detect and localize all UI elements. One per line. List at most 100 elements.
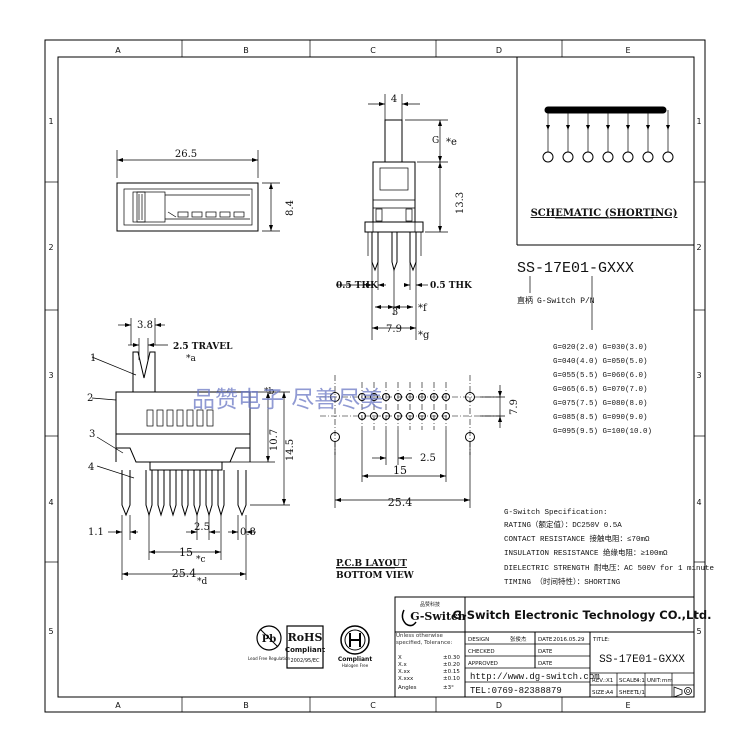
rohs-icon (286, 625, 324, 669)
spec-line: DIELECTRIC STRENGTH 耐电压：AC 500V for 1 mi… (504, 562, 714, 573)
specification: G-Switch Specification: RATING（额定值）：DC25… (504, 509, 714, 587)
date-label-3: DATE (538, 661, 553, 667)
front-width-dim: 26.5 (175, 149, 197, 160)
pcb-layout: 7.9 2.5 15 25.4 P.C.B LAYOUT BOTTOM VIEW (320, 375, 520, 581)
pb-text: Pb (262, 634, 277, 645)
tol-key: X.x (398, 662, 408, 668)
side-thk-right: 0.5 THK (430, 281, 473, 291)
col-label-d-bottom: D (496, 701, 502, 710)
row-label-4-right: 4 (696, 498, 701, 507)
row-label-3: 3 (48, 371, 53, 380)
rohs-sub: Compliant (285, 646, 326, 654)
dim-15: 15 (179, 546, 193, 559)
side-view: 4 G *e 13.3 0.5 THK 0.5 THK (336, 94, 473, 341)
design-name: 张俊杰 (510, 635, 527, 643)
side-g-dim: 7.9 (386, 324, 402, 335)
pcb-dim-2-5: 2.5 (420, 453, 436, 464)
logo-name: G-Switch (410, 610, 466, 623)
sheet-label: SHEET: (619, 690, 638, 696)
side-pitch-dim: 3 (392, 307, 398, 318)
c-label: *c (196, 555, 206, 565)
date-label-2: DATE (538, 649, 553, 655)
tol-key: X.xx (398, 669, 411, 675)
title-label: TITLE: (592, 637, 610, 643)
scale-label: SCALE: (619, 678, 639, 684)
part-label-cn: 直柄 (517, 295, 533, 305)
dim-3-8: 3.8 (137, 320, 153, 331)
g-code-row: G=020(2.0) G=030(3.0) (553, 344, 648, 352)
front-height-dim: 8.4 (285, 200, 296, 216)
a-label: *a (186, 354, 197, 364)
switch-body-side (372, 161, 416, 223)
watermark: 品赞电子 尽善尽美 (192, 387, 383, 413)
dim-1-1: 1.1 (88, 527, 104, 538)
terminal-4 (602, 151, 614, 163)
h-sub: Compliant (338, 656, 373, 663)
size-label: SIZE: (592, 690, 606, 696)
dim-10-7: 10.7 (269, 429, 280, 451)
row-label-3-right: 3 (696, 371, 701, 380)
g-code-row: G=085(8.5) G=090(9.0) (553, 414, 648, 422)
unit-label: UNIT: (647, 678, 662, 684)
row-label-2: 2 (48, 243, 53, 252)
col-label-e: E (625, 46, 630, 55)
row-label-4: 4 (48, 498, 53, 507)
row-label-5: 5 (48, 627, 53, 636)
dim-14-5: 14.5 (285, 439, 296, 461)
rev-value: X1 (606, 678, 613, 684)
front-view: 26.5 8.4 (116, 149, 296, 232)
approved-label: APPROVED (468, 661, 498, 667)
side-top-dim: 4 (391, 94, 397, 105)
b-label: *b (264, 387, 275, 397)
halogen-free-icon (340, 625, 370, 655)
compliance-logos: Pb Lead Free Regulation RoHS Compliant 2… (248, 625, 373, 669)
row-label-1-right: 1 (696, 117, 701, 126)
side-e-dim: *e (446, 137, 457, 148)
part-number-block: SS-17E01-GXXX 直柄 G-Switch P/N G=020(2.0)… (517, 260, 652, 436)
company-name: G-Switch Electronic Technology CO.,Ltd. (453, 608, 712, 622)
row-label-2-right: 2 (696, 243, 701, 252)
row-label-1: 1 (48, 117, 53, 126)
g-code-row: G=095(9.5) G=100(10.0) (553, 428, 652, 436)
telephone: TEL:0769-82388879 (470, 686, 562, 696)
outer-border (44, 39, 706, 713)
spec-line: CONTACT RESISTANCE 接触电阻：≤70mΩ (504, 533, 650, 544)
schematic: SCHEMATIC (SHORTING) (516, 57, 694, 246)
h-sub2: Halogen Free (342, 663, 369, 668)
col-label-b: B (243, 46, 249, 55)
g-code-row: G=075(7.5) G=080(8.0) (553, 400, 648, 408)
side-thk-left: 0.5 THK (336, 281, 379, 291)
checked-label: CHECKED (468, 649, 495, 655)
spec-line: INSULATION RESISTANCE 绝缘电阻：≥100mΩ (504, 547, 668, 558)
side-height-dim: 13.3 (455, 192, 466, 214)
switch-body-front (116, 182, 259, 232)
side-g-label: *g (418, 330, 430, 341)
tol-key: X (398, 655, 402, 661)
callout-1: 1 (90, 353, 96, 364)
logo-small: 品赞科技 (420, 601, 440, 608)
pcb-dim-7-9: 7.9 (509, 399, 520, 415)
rohs-title: RoHS (288, 631, 323, 644)
scale-value: 4:1 (636, 678, 645, 684)
tol-val: ±3° (443, 685, 454, 691)
date-label: DATE (538, 637, 553, 643)
inner-border (57, 56, 695, 698)
pcb-dim-25-4: 25.4 (388, 496, 413, 509)
spec-line: TIMING （时间特性）：SHORTING (504, 576, 621, 587)
tol-key: Angles (398, 685, 417, 691)
pcb-subtitle: BOTTOM VIEW (336, 571, 415, 581)
pins (121, 470, 247, 517)
terminal-5 (622, 151, 634, 163)
g-code-row: G=055(5.5) G=060(6.0) (553, 372, 648, 380)
col-label-e-bottom: E (625, 701, 630, 710)
part-number: SS-17E01-GXXX (517, 260, 634, 277)
callout-3: 3 (89, 429, 95, 440)
part-label-pn: G-Switch P/N (537, 297, 595, 306)
terminal-7 (662, 151, 674, 163)
col-label-b-bottom: B (243, 701, 249, 710)
website-url: http://www.dg-switch.com (470, 672, 600, 682)
tol-key: X.xxx (398, 676, 414, 682)
terminal-2 (562, 151, 574, 163)
tolerance-title: Unless otherwise specified, Tolerance: (396, 633, 453, 646)
